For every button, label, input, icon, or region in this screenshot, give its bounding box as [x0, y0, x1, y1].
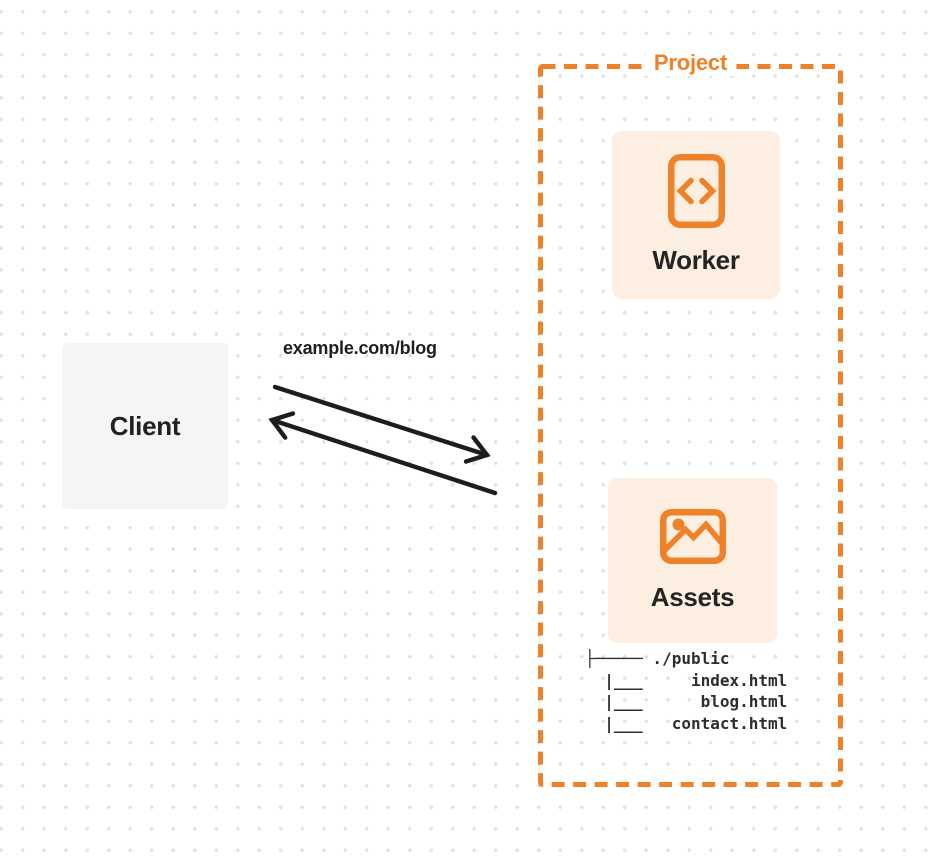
file-tree-line: |___ contact.html — [585, 713, 788, 733]
code-file-icon — [667, 154, 725, 228]
response-arrow — [268, 411, 498, 496]
client-box: Client — [62, 343, 228, 509]
assets-label: Assets — [650, 581, 735, 612]
request-url-label: example.com/blog — [283, 338, 437, 358]
request-arrow — [272, 384, 491, 464]
worker-card: Worker — [612, 131, 780, 299]
project-box: Project Worker Assets — [538, 49, 843, 787]
assets-file-tree: ├───── ./public |___ index.html |___ blo… — [585, 648, 787, 734]
client-label: Client — [109, 410, 181, 441]
image-icon — [659, 508, 726, 564]
worker-label: Worker — [652, 245, 740, 275]
project-dashed-border — [538, 64, 843, 787]
file-tree-line: ├───── ./public — [585, 649, 730, 668]
file-tree-line: |___ index.html — [585, 670, 788, 690]
file-tree-line: |___ blog.html — [585, 692, 788, 711]
project-label: Project — [644, 49, 737, 76]
assets-card: Assets — [608, 478, 777, 643]
